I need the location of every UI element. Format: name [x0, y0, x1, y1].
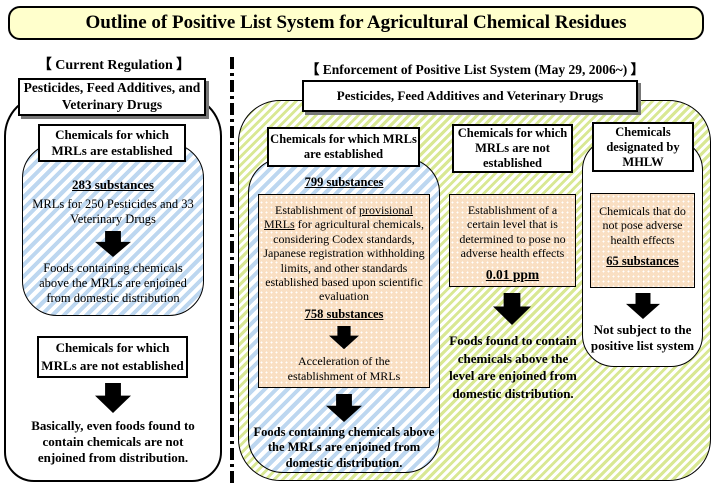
left-substance-count: 283 substances — [72, 177, 154, 192]
left-mrls-not-established-header: Chemicals for which MRLs are not establi… — [37, 336, 188, 378]
designated-outcome: Not subject to the positive list system — [590, 322, 695, 353]
left-established-outcome: Foods containing chemicals above the MRL… — [39, 261, 187, 305]
provisional-mrls-process-box: Establishment of provisional MRLs for ag… — [258, 194, 430, 388]
mhlw-designated-header: Chemicals designated by MHLW — [592, 122, 694, 172]
section-divider — [230, 57, 234, 487]
provisional-mrls-text: Establishment of provisional MRLs for ag… — [263, 203, 425, 304]
left-not-established-outcome: Basically, even foods found to contain c… — [31, 418, 195, 465]
no-adverse-effects-box: Chemicals that do not pose adverse healt… — [590, 193, 695, 288]
left-mrls-established-box — [22, 143, 204, 316]
down-arrow — [329, 325, 359, 350]
left-category-box: Pesticides, Feed Additives, and Veterina… — [18, 78, 206, 116]
no-adverse-effects-text: Chemicals that do not pose adverse healt… — [599, 204, 686, 247]
right-mrls-not-established-header: Chemicals for which MRLs are not establi… — [452, 124, 573, 173]
right-mrls-established-header: Chemicals for which MRLs are established — [267, 127, 420, 167]
current-regulation-heading: 【 Current Regulation 】 — [37, 58, 191, 73]
right-category-box: Pesticides, Feed Additives and Veterinar… — [302, 80, 638, 112]
right-not-established-outcome: Foods found to contain chemicals above t… — [449, 333, 577, 401]
uniform-level-value: 0.01 ppm — [485, 266, 540, 282]
acceleration-text: Acceleration of the establishment of MRL… — [287, 354, 401, 383]
provisional-substance-count: 758 substances — [304, 306, 384, 321]
right-substance-count: 799 substances — [304, 175, 384, 189]
designated-substance-count: 65 substances — [606, 254, 679, 269]
page-title: Outline of Positive List System for Agri… — [8, 6, 704, 40]
uniform-level-process-box: Establishment of a certain level that is… — [449, 194, 576, 287]
left-mrls-established-header: Chemicals for which MRLs are established — [38, 124, 186, 162]
uniform-level-text: Establishment of a certain level that is… — [459, 203, 566, 261]
enforcement-heading: 【 Enforcement of Positive List System (M… — [305, 62, 645, 77]
right-established-outcome: Foods containing chemicals above the MRL… — [253, 425, 435, 470]
left-mrls-detail: MRLs for 250 Pesticides and 33 Veterinar… — [32, 197, 194, 226]
